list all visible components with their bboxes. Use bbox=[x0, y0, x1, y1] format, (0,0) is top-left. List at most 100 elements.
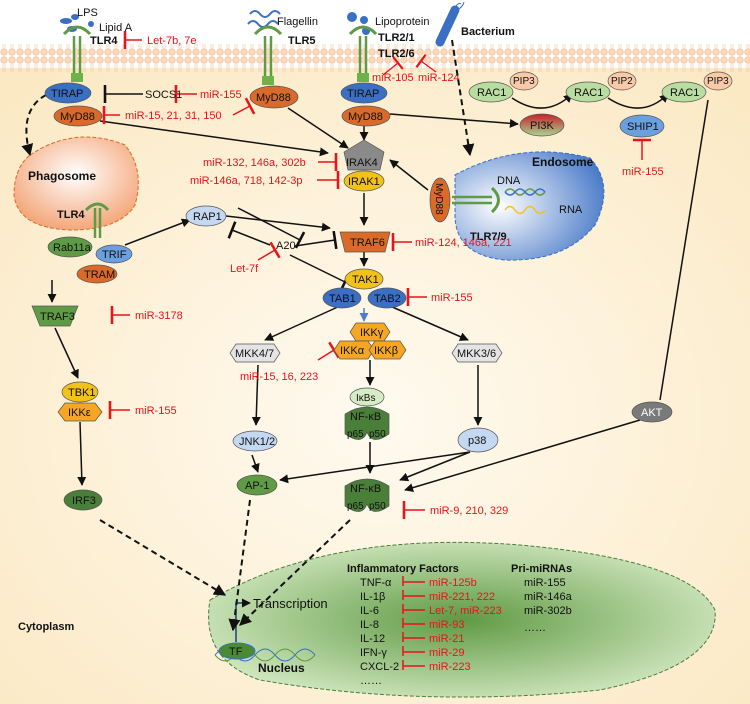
myd88-node-3: MyD88 bbox=[341, 105, 391, 127]
rac1-pip3-node-a: RAC1 PIP3 bbox=[468, 71, 539, 103]
inflammatory-factor: CXCL-2 bbox=[360, 661, 399, 673]
inflammatory-factor: IL-1β bbox=[360, 591, 385, 603]
phagosome-label: Phagosome bbox=[28, 169, 96, 183]
traf6-label: TRAF6 bbox=[350, 237, 385, 249]
p50-label: p50 bbox=[369, 501, 386, 512]
rna-label: RNA bbox=[559, 204, 583, 216]
nucleus bbox=[208, 541, 716, 698]
tirap-label: TIRAP bbox=[51, 88, 83, 100]
ship1-label: SHIP1 bbox=[627, 121, 659, 133]
pri-mirna-item: miR-146a bbox=[524, 591, 573, 603]
tlr4-receptor-icon bbox=[62, 25, 92, 82]
ikbs-node: IκBs bbox=[349, 387, 385, 407]
mirna-let7f: Let-7f bbox=[230, 263, 259, 275]
jnk-node: JNK1/2 bbox=[232, 430, 278, 452]
dashed-edges bbox=[21, 39, 475, 632]
traf6-node: TRAF6 bbox=[339, 231, 391, 253]
tlr5-receptor-icon bbox=[253, 25, 283, 85]
mirna-let7b: Let-7b, 7e bbox=[147, 35, 197, 47]
rab11a-label: Rab11a bbox=[53, 242, 92, 254]
factor-mirna: miR-21 bbox=[429, 633, 464, 645]
pi3k-node: PI3K bbox=[519, 113, 565, 137]
cytoplasm-label: Cytoplasm bbox=[18, 621, 74, 633]
mirna-155-ikke: miR-155 bbox=[135, 405, 177, 417]
endosome-label: Endosome bbox=[532, 155, 594, 169]
edges bbox=[47, 85, 709, 493]
bacterium-label: Bacterium bbox=[461, 26, 515, 38]
mirna-3178: miR-3178 bbox=[135, 310, 183, 322]
inflammatory-factor: IL-12 bbox=[360, 633, 385, 645]
dna-strand-icon bbox=[504, 188, 546, 196]
pri-mirna-item: …… bbox=[524, 622, 546, 634]
inflammatory-factor: …… bbox=[360, 675, 382, 687]
factor-mirna: miR-125b bbox=[429, 577, 477, 589]
a20-label: A20 bbox=[276, 240, 296, 252]
mirna-15-myd88: miR-15, 21, 31, 150 bbox=[125, 110, 222, 122]
mirna-15-ikk: miR-15, 16, 223 bbox=[240, 371, 318, 383]
cell-membrane bbox=[0, 44, 750, 72]
rap1-label: RAP1 bbox=[193, 211, 222, 223]
rac1-label: RAC1 bbox=[477, 87, 506, 99]
inflammatory-factors-title: Inflammatory Factors bbox=[347, 563, 459, 575]
irak1-label: IRAK1 bbox=[348, 176, 380, 188]
mirna-155-ship1: miR-155 bbox=[622, 166, 664, 178]
inflammatory-factor: TNF-α bbox=[360, 577, 392, 589]
inhibition-line bbox=[402, 590, 425, 600]
ikk-alpha-label: IKKα bbox=[340, 345, 365, 357]
rac1-label: RAC1 bbox=[670, 87, 699, 99]
rac1-pip3-node-c: RAC1 PIP3 bbox=[661, 71, 733, 103]
myd88-label: MyD88 bbox=[60, 111, 95, 123]
nfkb-label: NF-κB bbox=[350, 411, 381, 423]
p38-node: p38 bbox=[457, 427, 499, 453]
dna-label: DNA bbox=[497, 175, 521, 187]
inhibition-line bbox=[402, 646, 425, 656]
myd88-label: MyD88 bbox=[348, 111, 383, 123]
inhibition-line bbox=[402, 660, 425, 670]
rab11a-node: Rab11a bbox=[47, 236, 93, 258]
mirna-124-tlr2: miR-124 bbox=[418, 72, 460, 84]
lps-label: LPS bbox=[77, 7, 98, 19]
mirna-132-irak4: miR-132, 146a, 302b bbox=[203, 157, 306, 169]
factor-mirna: miR-29 bbox=[429, 647, 464, 659]
p65-label: p65 bbox=[347, 429, 364, 440]
rac1-pip2-node-b: RAC1 PIP2 bbox=[565, 71, 637, 103]
inflammatory-factor: IFN-γ bbox=[360, 647, 387, 659]
tak1-complex-node: TAB1 TAB2 TAK1 bbox=[322, 268, 407, 309]
factor-mirna: miR-93 bbox=[429, 619, 464, 631]
tf-node bbox=[218, 642, 256, 660]
tlr2-1-label: TLR2/1 bbox=[378, 32, 415, 44]
rap1-node: RAP1 bbox=[185, 205, 227, 227]
tram-node: TRAM bbox=[76, 264, 118, 284]
bacterium-icon bbox=[435, 1, 465, 47]
tirap-node-1: TIRAP bbox=[44, 82, 92, 104]
pip3-label: PIP3 bbox=[513, 76, 535, 87]
factor-mirna: Let-7, miR-223 bbox=[429, 605, 502, 617]
tab2-label: TAB2 bbox=[374, 293, 401, 305]
socs1-label: SOCS1 bbox=[145, 89, 182, 101]
irf3-label: IRF3 bbox=[72, 495, 96, 507]
inhibition-line bbox=[402, 632, 425, 642]
tlr7-9-receptor-icon bbox=[452, 186, 500, 214]
trif-label: TRIF bbox=[102, 249, 127, 261]
nfkb-node-2: NF-κB p65 p50 bbox=[344, 478, 390, 512]
mirna-inhibition-lines bbox=[102, 85, 651, 519]
tram-label: TRAM bbox=[84, 269, 115, 281]
factor-mirna: miR-223 bbox=[429, 661, 471, 673]
tlr4-label: TLR4 bbox=[90, 35, 118, 47]
pip2-label: PIP2 bbox=[611, 76, 633, 87]
factor-mirna: miR-221, 222 bbox=[429, 591, 495, 603]
tlr2-6-label: TLR2/6 bbox=[378, 48, 415, 60]
ikk-complex-node: IKKγ IKKα IKKβ bbox=[333, 322, 407, 360]
tirap-label: TIRAP bbox=[347, 88, 379, 100]
myd88-label: MyD88 bbox=[256, 92, 291, 104]
myd88-endosome-label: MyD88 bbox=[433, 183, 444, 215]
pi3k-label: PI3K bbox=[530, 120, 555, 132]
pri-mirna-item: miR-302b bbox=[524, 605, 572, 617]
tak1-label: TAK1 bbox=[352, 274, 379, 286]
mkk47-label: MKK4/7 bbox=[235, 348, 274, 360]
phagosome bbox=[13, 136, 139, 231]
myd88-node-2: MyD88 bbox=[249, 85, 299, 109]
mkk36-label: MKK3/6 bbox=[457, 348, 496, 360]
